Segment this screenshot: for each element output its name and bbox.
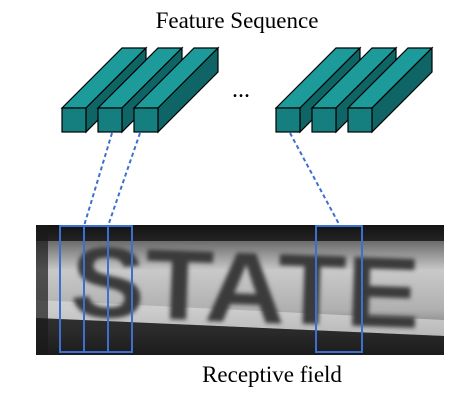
feature-prism-group-right [274,46,434,134]
receptive-box [107,225,133,353]
dotted-connectors [83,132,341,227]
feature-prism [132,46,220,134]
connector-line [289,132,341,227]
diagram-title: Feature Sequence [155,8,319,33]
image-lettering: STATE [69,226,423,350]
connector-line [83,132,113,227]
receptive-field-caption: Receptive field [202,362,342,387]
ellipsis-text: ... [232,77,250,103]
feature-prism-group-left [60,46,220,134]
text-image: STATE [36,225,444,355]
feature-prism [346,46,434,134]
connector-line [107,132,141,227]
